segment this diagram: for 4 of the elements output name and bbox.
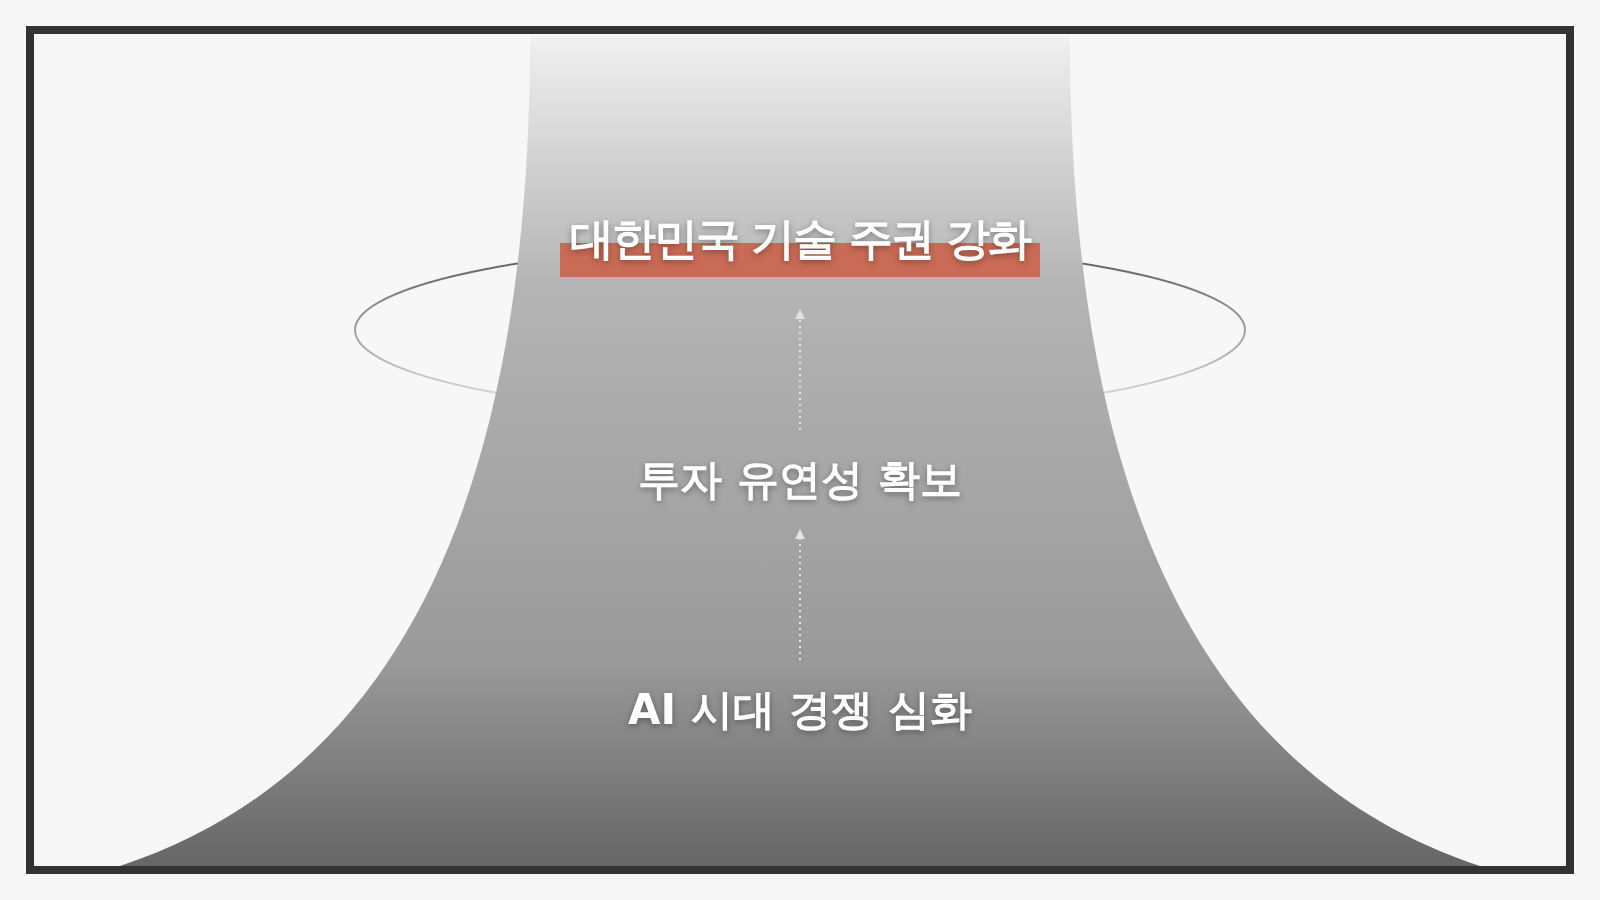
step-label: AI 시대 경쟁 심화 bbox=[628, 660, 972, 760]
dotted-arrow bbox=[795, 529, 805, 661]
dotted-arrow bbox=[795, 309, 805, 431]
step-label: 투자 유연성 확보 bbox=[638, 430, 962, 530]
